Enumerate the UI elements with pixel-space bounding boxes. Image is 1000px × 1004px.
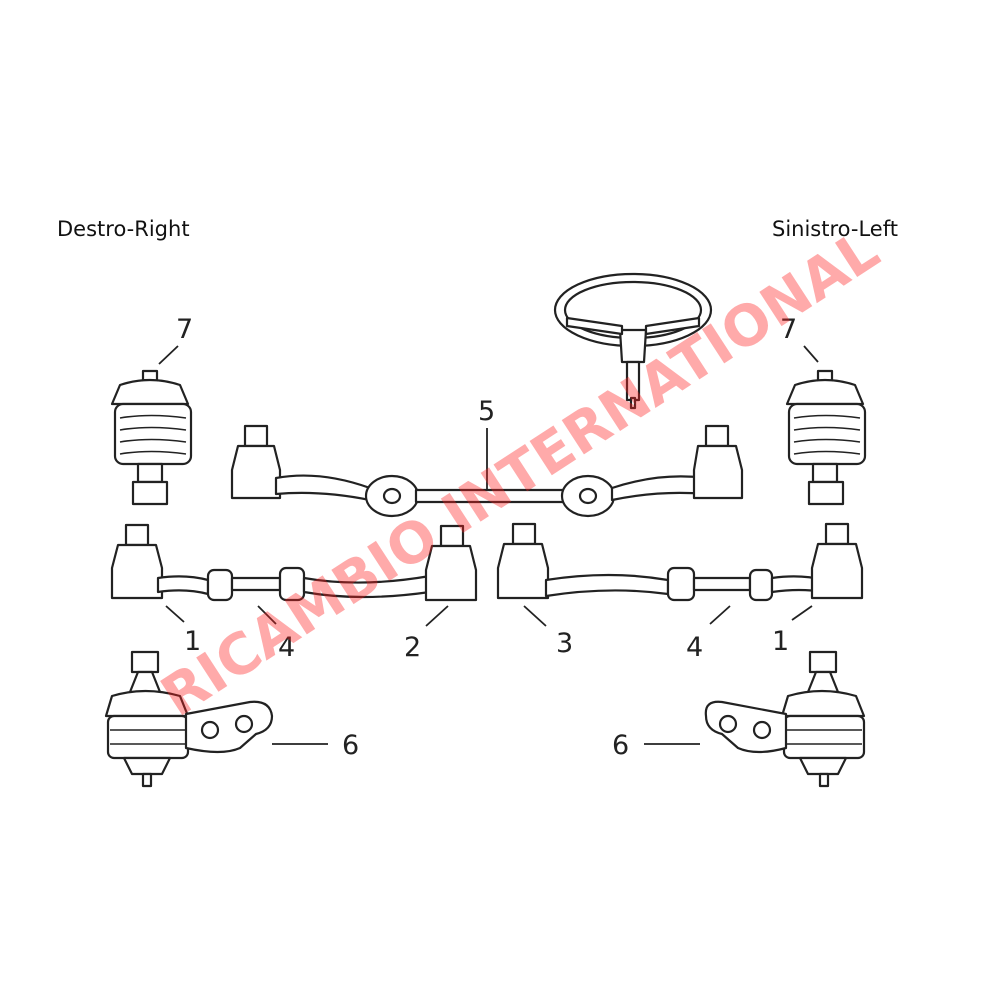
callout-4-left: 4 [686,632,703,663]
label-left-side: Sinistro-Left [772,217,898,241]
callout-7-left: 7 [780,314,797,345]
callout-3: 3 [556,628,573,659]
label-right-side: Destro-Right [57,217,190,241]
left-track-rod-assembly [496,522,864,602]
callout-6-right: 6 [342,730,359,761]
callout-6-left: 6 [612,730,629,761]
part-6-right-ball-joint [104,650,274,788]
leader-lines [158,345,819,745]
steering-wheel [553,272,713,410]
right-track-rod-assembly [110,523,478,602]
callout-1-left: 1 [772,626,789,657]
callout-4-right: 4 [278,632,295,663]
callout-1-right: 1 [184,626,201,657]
callout-2: 2 [404,632,421,663]
part-6-left-ball-joint [704,650,866,788]
part-5-center-rod [230,424,744,518]
callout-numbers: 7 7 5 1 4 2 3 4 1 6 6 [176,314,797,761]
part-7-right-mount [110,369,193,506]
callout-7-right: 7 [176,314,193,345]
callout-5: 5 [478,396,495,427]
part-7-left-mount [785,369,867,506]
